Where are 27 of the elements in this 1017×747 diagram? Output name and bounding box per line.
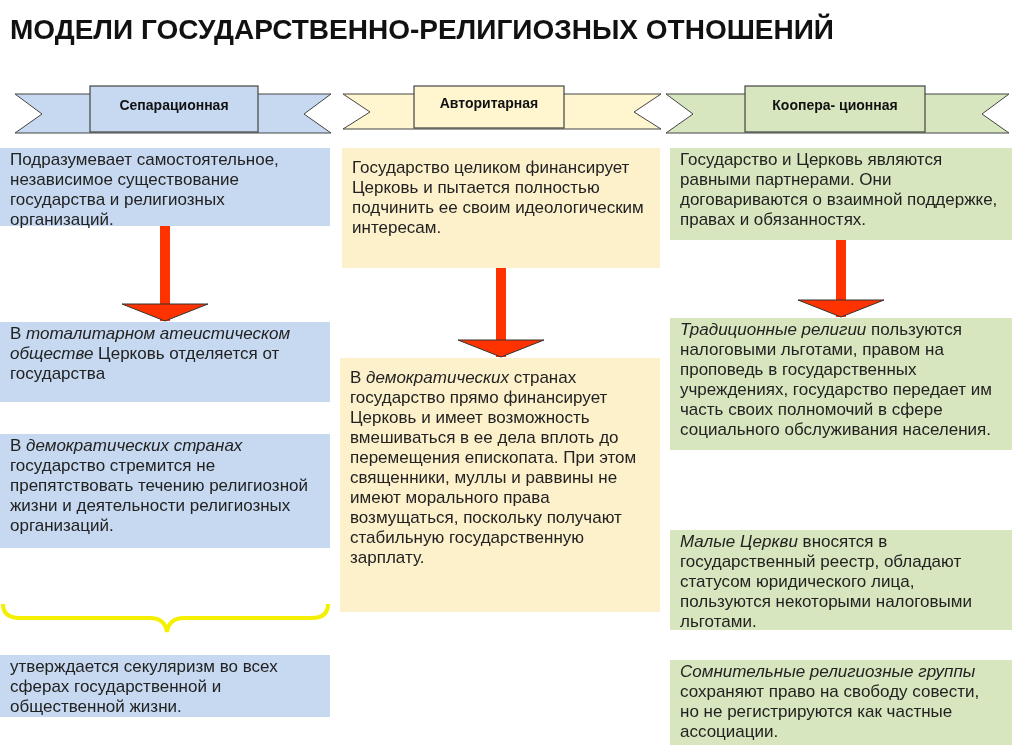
arrow [457, 268, 545, 358]
description-text: В демократических странах государство прямо финансирует Церковь и имеет возможность вмешиваться в ее дела вплоть до перемещения епископата. При этом священники, муллы и раввины не имеют морального права возмущаться, поскольку получают стабильную государственную зарплату. [350, 368, 638, 569]
text-panel [0, 322, 330, 402]
description-text: Государство и Церковь являются равными партнерами. Они договариваются о взаимной поддержке, правах и обязанностях. [680, 150, 999, 231]
description-text: Малые Церкви вносятся в государственный реестр, обладают статусом юридического лица, пользуются некоторыми налоговыми льготами. [680, 532, 973, 633]
banner-label: Сепарационная [118, 98, 230, 113]
text-panel [342, 148, 660, 268]
text-panel [0, 148, 330, 226]
description-text: Государство целиком финансирует Церковь и пытается полностью подчинить ее своим идеологическим интересам. [352, 158, 645, 239]
description-text: Традиционные религии пользуются налоговыми льготами, правом на проповедь в государственных учреждениях, государство передает им часть своих полномочий в сфере социального обслуживания населения. [680, 320, 993, 441]
text-panel [0, 655, 330, 717]
description-text: утверждается секуляризм во всех сферах государственной и общественной жизни. [10, 657, 279, 718]
text-panel [670, 660, 1012, 745]
description-text: В демократических странах государство стремится не препятствовать течению религиозной жизни и деятельности религиозных организаций. [10, 436, 309, 537]
text-panel [670, 148, 1012, 240]
description-text: В тоталитарном атеистическом обществе Церковь отделяется от государства [10, 324, 292, 385]
banner-label: Коопера- ционная [771, 98, 899, 113]
page-title: МОДЕЛИ ГОСУДАРСТВЕННО-РЕЛИГИОЗНЫХ ОТНОШЕНИЙ [10, 14, 834, 46]
text-panel [340, 358, 660, 612]
arrow [121, 226, 209, 322]
text-panel [0, 434, 330, 548]
arrow [797, 240, 885, 318]
description-text: Сомнительные религиозные группы сохраняют право на свободу совести, но не регистрируются как частные ассоциации. [680, 662, 981, 743]
text-panel [670, 318, 1012, 450]
banner-label: Авторитарная [438, 96, 540, 111]
description-text: Подразумевает самостоятельное, независимое существование государства и религиозных организаций. [10, 150, 280, 231]
text-panel [670, 530, 1012, 630]
